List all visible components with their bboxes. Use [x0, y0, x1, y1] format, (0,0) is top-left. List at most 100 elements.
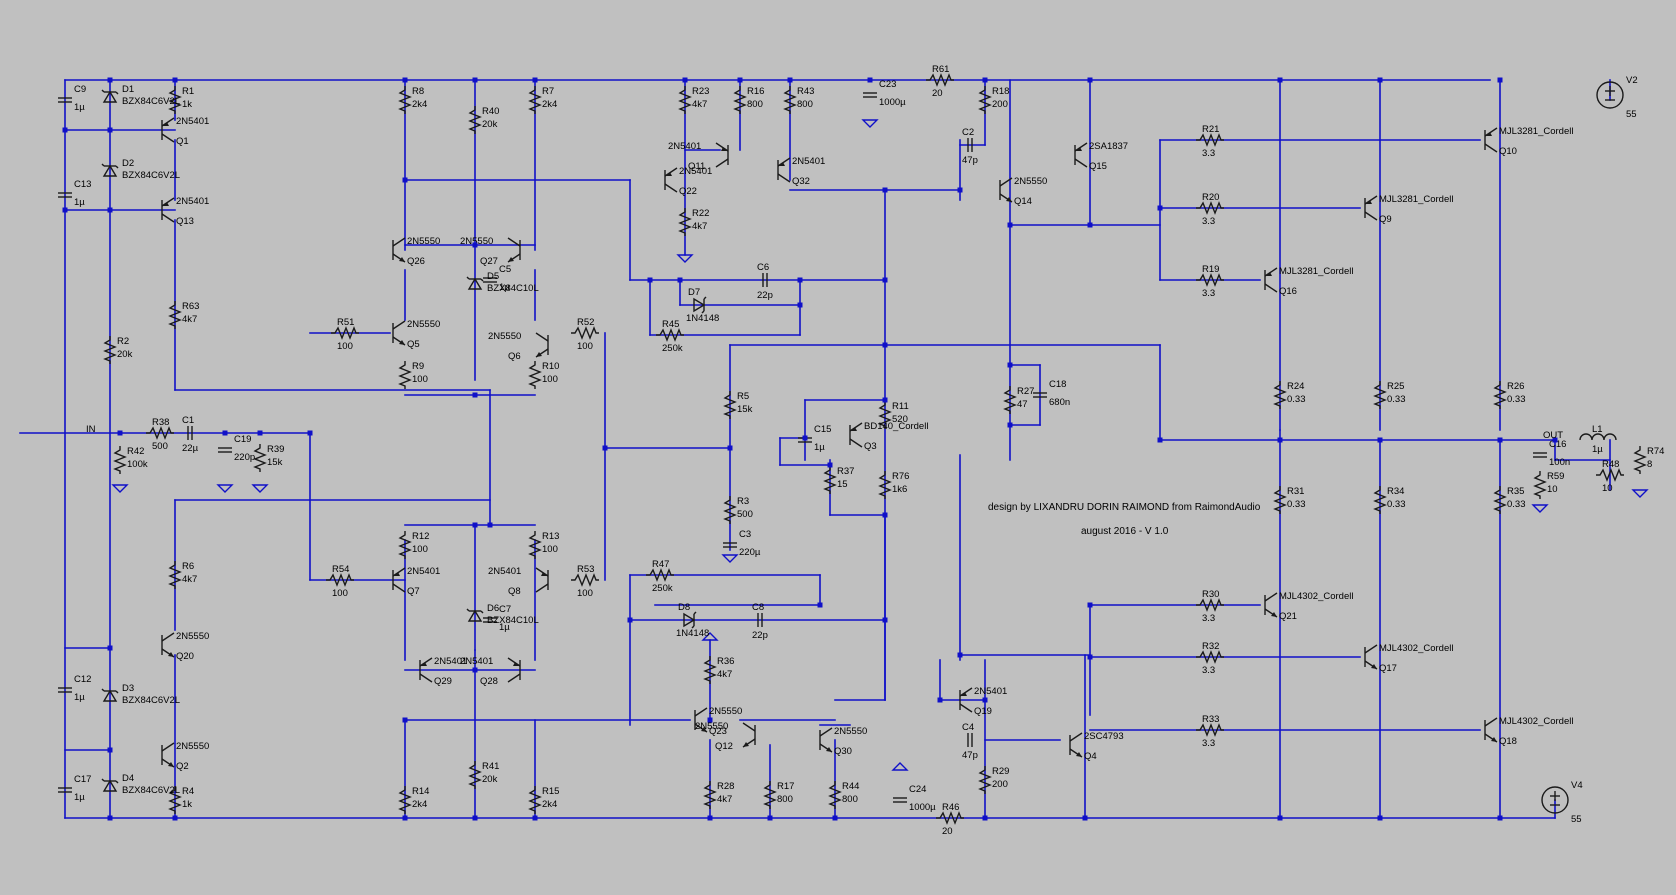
inductor-l1	[1579, 433, 1617, 441]
resistor-ref: R22	[692, 208, 709, 219]
resistor-r43	[783, 86, 797, 114]
transistor-value: 2N5550	[460, 236, 493, 247]
capacitor-value: 22p	[757, 290, 773, 301]
junction-dot	[487, 522, 493, 528]
junction-dot	[957, 652, 963, 658]
junction-dot	[1087, 602, 1093, 608]
resistor-value: 20k	[482, 774, 498, 785]
transistor-q8	[535, 567, 549, 593]
resistor-r4	[168, 786, 182, 814]
resistor-ref: R33	[1202, 714, 1219, 725]
resistor-value: 8	[1647, 459, 1652, 470]
resistor-r14	[398, 786, 412, 814]
junction-dot	[1377, 437, 1383, 443]
resistor-value: 10	[1602, 483, 1613, 494]
resistor-r24	[1273, 381, 1287, 409]
resistor-ref: R28	[717, 781, 734, 792]
resistor-ref: R29	[992, 766, 1009, 777]
capacitor-value: 1µ	[74, 197, 85, 208]
resistor-r42	[113, 446, 127, 474]
resistor-ref: R9	[412, 361, 424, 372]
capacitor-ref: C13	[74, 179, 91, 190]
resistor-r10	[528, 361, 542, 389]
junction-dot	[1277, 437, 1283, 443]
transistor-ref: Q32	[792, 176, 810, 187]
resistor-r32	[1196, 650, 1224, 664]
resistor-ref: R76	[892, 471, 909, 482]
resistor-value: 800	[777, 794, 793, 805]
capacitor-ref: C15	[814, 424, 831, 435]
junction-dot	[402, 77, 408, 83]
transistor-ref: Q9	[1379, 214, 1392, 225]
transistor-value: 2N5550	[176, 741, 209, 752]
inductor-value: 1µ	[1592, 444, 1603, 455]
transistor-value: MJL3281_Cordell	[1499, 126, 1573, 137]
junction-dot	[472, 392, 478, 398]
transistor-value: 2N5550	[1014, 176, 1047, 187]
resistor-ref: R61	[932, 64, 949, 75]
transistor-value: BD140_Cordell	[864, 421, 928, 432]
transistor-q20	[161, 632, 175, 658]
junction-dot	[1007, 222, 1013, 228]
junction-dot	[882, 277, 888, 283]
resistor-r26	[1493, 381, 1507, 409]
transistor-value: MJL4302_Cordell	[1279, 591, 1353, 602]
junction-dot	[882, 617, 888, 623]
diode-ref: D5	[487, 271, 499, 282]
transistor-value: 2N5550	[407, 236, 440, 247]
resistor-ref: R21	[1202, 124, 1219, 135]
resistor-ref: R24	[1287, 381, 1304, 392]
junction-dot	[797, 302, 803, 308]
resistor-ref: R16	[747, 86, 764, 97]
transistor-q26	[392, 237, 406, 263]
resistor-value: 15k	[737, 404, 753, 415]
junction-dot	[1377, 77, 1383, 83]
capacitor-value: 22µ	[182, 443, 199, 454]
junction-dot	[532, 815, 538, 821]
diode-value: BZX84C6V2L	[122, 96, 180, 107]
resistor-ref: R45	[662, 319, 679, 330]
resistor-value: 250k	[662, 343, 683, 354]
source-value: 55	[1626, 109, 1637, 120]
resistor-ref: R59	[1547, 471, 1564, 482]
capacitor-ref: C18	[1049, 379, 1066, 390]
diode-value: 1N4148	[676, 628, 709, 639]
resistor-r8	[398, 86, 412, 114]
diode-value: 1N4148	[686, 313, 719, 324]
resistor-ref: R38	[152, 417, 169, 428]
resistor-ref: R11	[892, 401, 909, 412]
resistor-ref: R32	[1202, 641, 1219, 652]
resistor-r18	[978, 86, 992, 114]
transistor-ref: Q5	[407, 339, 420, 350]
diode-ref: D6	[487, 603, 499, 614]
resistor-r28	[703, 781, 717, 809]
resistor-r53	[571, 573, 599, 587]
transistor-ref: Q14	[1014, 196, 1032, 207]
resistor-value: 500	[152, 441, 168, 452]
resistor-ref: R5	[737, 391, 749, 402]
resistor-value: 100	[332, 588, 348, 599]
capacitor-value: 1µ	[74, 102, 85, 113]
capacitor-ref: C19	[234, 434, 251, 445]
junction-dot	[832, 815, 838, 821]
junction-dot	[627, 617, 633, 623]
resistor-r19	[1196, 273, 1224, 287]
junction-dot	[107, 747, 113, 753]
transistor-value: MJL3281_Cordell	[1379, 194, 1453, 205]
resistor-value: 200	[992, 779, 1008, 790]
resistor-value: 0.33	[1507, 394, 1526, 405]
resistor-value: 2k4	[542, 99, 557, 110]
transistor-ref: Q27	[480, 256, 498, 267]
resistor-value: 520	[892, 414, 908, 425]
resistor-ref: R34	[1387, 486, 1404, 497]
resistor-ref: R17	[777, 781, 794, 792]
transistor-q15	[1074, 142, 1088, 168]
transistor-ref: Q16	[1279, 286, 1297, 297]
diode-value: BZX84C10L	[487, 615, 539, 626]
ground-symbol	[1531, 504, 1549, 513]
resistor-r36	[703, 656, 717, 684]
resistor-value: 47	[1017, 399, 1028, 410]
resistor-value: 250k	[652, 583, 673, 594]
resistor-value: 800	[747, 99, 763, 110]
